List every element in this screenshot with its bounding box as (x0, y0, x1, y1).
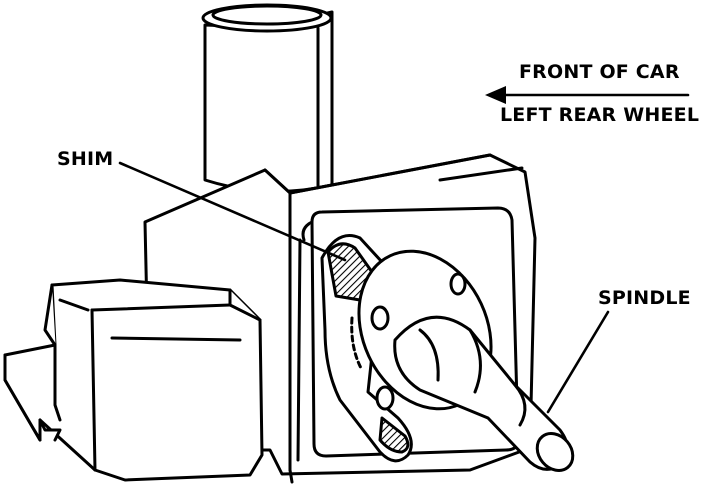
shim-leader-line (118, 161, 347, 262)
front-of-car-label: FRONT OF CAR (519, 61, 680, 83)
arrow-left-icon (485, 86, 506, 104)
spindle-label: SPINDLE (598, 287, 691, 309)
shim-label: SHIM (57, 148, 114, 170)
upper-tube (201, 3, 334, 193)
spindle-shaft (393, 315, 575, 472)
left-rear-wheel-label: LEFT REAR WHEEL (500, 104, 700, 126)
spring-bracket (3, 278, 264, 482)
spindle-leader-line (546, 310, 610, 414)
